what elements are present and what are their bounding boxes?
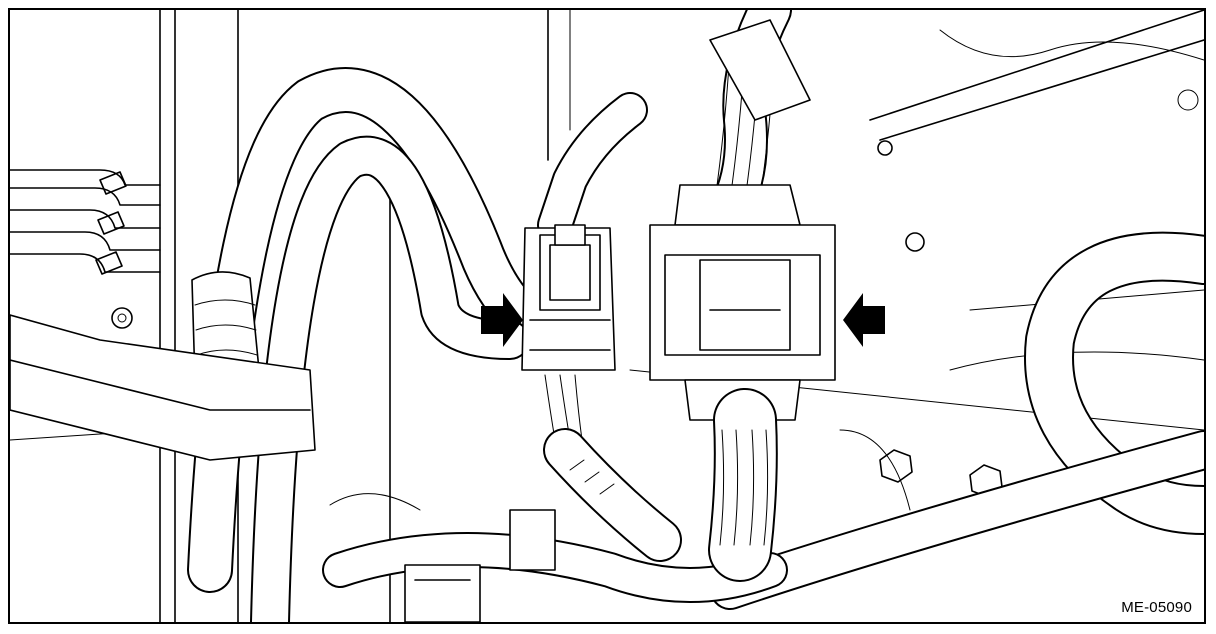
- large-connector: [649, 184, 836, 582]
- small-connector: [521, 224, 616, 441]
- bracket-bolt: [111, 307, 133, 329]
- fuel-pipes: [10, 169, 161, 275]
- engine-harness-illustration: [10, 10, 1204, 622]
- indicator-arrows: [481, 293, 885, 347]
- illustration-frame: ME-05090: [8, 8, 1206, 624]
- left-pointing-arrow: [843, 293, 885, 347]
- upper-clip: [709, 19, 811, 121]
- bolt-head-1: [879, 449, 913, 483]
- lower-components: [329, 429, 911, 622]
- right-pointing-arrow: [481, 293, 523, 347]
- wiring-bundle-upper: [537, 10, 811, 243]
- background-structure: [10, 10, 1204, 622]
- figure-id-label: ME-05090: [1121, 599, 1192, 616]
- support-bracket: [10, 307, 316, 461]
- wiring-bundle-lower: [543, 428, 682, 562]
